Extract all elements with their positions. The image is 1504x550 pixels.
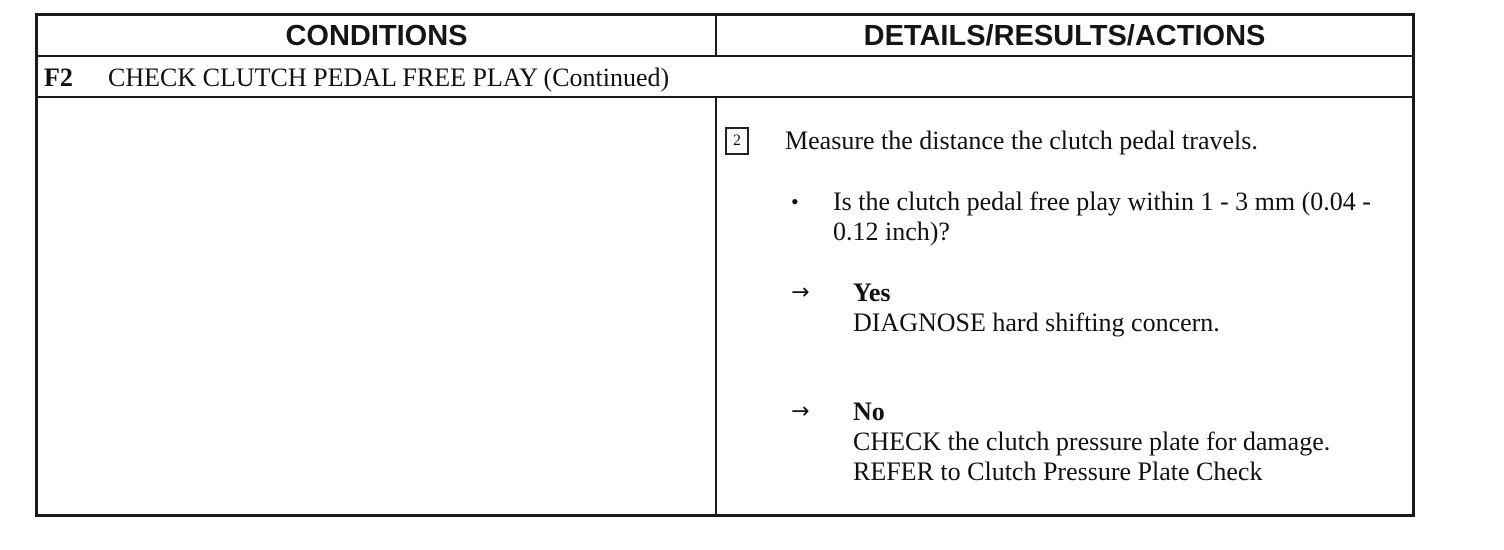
diagnostic-table: CONDITIONS DETAILS/RESULTS/ACTIONS F2 CH… (35, 13, 1415, 517)
yes-action-text: DIAGNOSE hard shifting concern. (853, 308, 1220, 337)
conditions-column-header: CONDITIONS (38, 16, 717, 55)
section-code: F2 (44, 63, 73, 92)
no-action-text-line-1: CHECK the clutch pressure plate for dama… (853, 427, 1331, 456)
bullet-icon: • (791, 189, 799, 214)
conditions-cell (38, 98, 717, 514)
section-title: CHECK CLUTCH PEDAL FREE PLAY (Continued) (108, 63, 670, 92)
details-cell: 2 Measure the distance the clutch pedal … (717, 98, 1412, 514)
yes-answer-label: Yes (853, 278, 891, 307)
details-results-actions-column-header: DETAILS/RESULTS/ACTIONS (863, 20, 1266, 52)
section-title-row: F2 CHECK CLUTCH PEDAL FREE PLAY (Continu… (38, 57, 1412, 98)
no-answer-label: No (853, 397, 885, 426)
table-body-row: 2 Measure the distance the clutch pedal … (38, 98, 1412, 514)
step-instruction: Measure the distance the clutch pedal tr… (785, 126, 1258, 155)
step-number-box: 2 (725, 127, 749, 155)
table-header-row: CONDITIONS DETAILS/RESULTS/ACTIONS (38, 16, 1412, 57)
free-play-question: Is the clutch pedal free play within 1 -… (833, 187, 1371, 246)
no-action-text-line-2: REFER to Clutch Pressure Plate Check (853, 457, 1263, 486)
arrow-right-icon: → (791, 399, 810, 424)
arrow-right-icon: → (791, 280, 810, 305)
